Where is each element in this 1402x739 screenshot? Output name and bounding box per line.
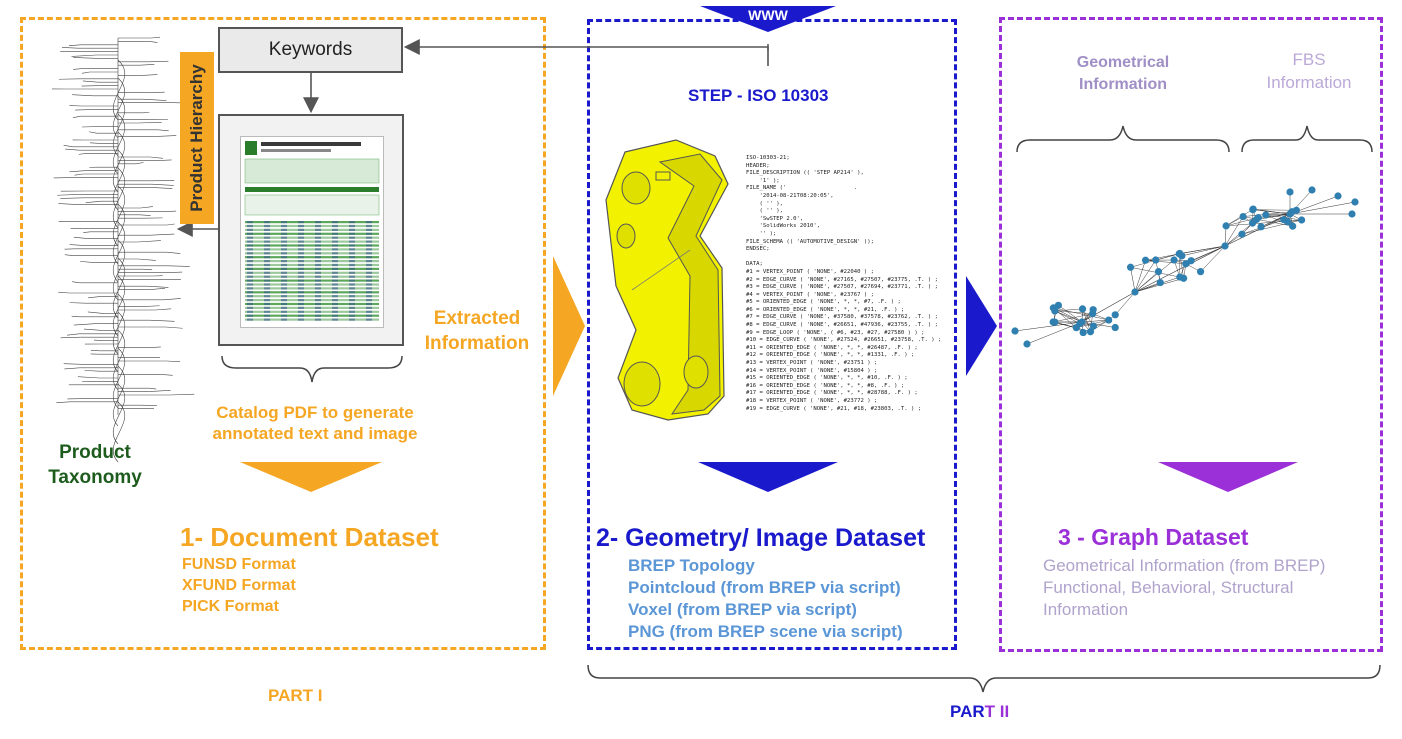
part-1-label: PART I xyxy=(268,686,323,705)
product-taxonomy-label: Product Taxonomy xyxy=(40,440,150,490)
part-2-label-b: T II xyxy=(984,702,1010,721)
geometry-down-triangle xyxy=(698,462,838,492)
extracted-line-1: Extracted xyxy=(433,308,521,329)
pdf-brace xyxy=(221,355,403,383)
format-item: XFUND Format xyxy=(182,577,296,594)
graph-item-list: Geometrical Information (from BREP) Func… xyxy=(1043,555,1373,621)
geometrical-line-2: Information xyxy=(1079,76,1167,93)
fbs-information-label: FBS Information xyxy=(1250,48,1368,94)
document-format-list: FUNSD Format XFUND Format PICK Format xyxy=(182,554,296,617)
part-2-label: PART II xyxy=(950,702,1009,722)
graph-down-triangle xyxy=(1158,462,1298,492)
www-to-keywords-arrow xyxy=(403,39,769,66)
taxonomy-line-1: Product xyxy=(59,442,131,463)
part2-brace xyxy=(587,664,1381,693)
keywords-label: Keywords xyxy=(268,39,353,60)
www-banner-shape xyxy=(700,6,836,32)
format-item: Pointcloud (from BREP via script) xyxy=(628,578,901,597)
catalog-line-1: Catalog PDF to generate xyxy=(216,403,414,422)
part-2-label-a: PAR xyxy=(950,702,985,721)
geometrical-brace xyxy=(1016,125,1230,153)
geometry-format-list: BREP Topology Pointcloud (from BREP via … xyxy=(628,555,903,643)
document-dataset-panel xyxy=(20,17,546,650)
part1-to-part2-arrow xyxy=(553,256,585,396)
fbs-line-1: FBS xyxy=(1292,50,1326,69)
graph-item: Information xyxy=(1043,600,1129,619)
format-item: Voxel (from BREP via script) xyxy=(628,600,857,619)
geometry-dataset-title: 2- Geometry/ Image Dataset xyxy=(596,524,926,552)
format-item: PNG (from BREP scene via script) xyxy=(628,622,903,641)
fbs-line-2: Information xyxy=(1266,73,1352,92)
format-item: FUNSD Format xyxy=(182,556,296,573)
product-taxonomy-tree-icon xyxy=(51,36,195,463)
www-label: WWW xyxy=(748,7,788,23)
cad-part-image xyxy=(605,139,729,421)
network-graph-icon xyxy=(1011,186,1359,348)
extracted-line-2: Information xyxy=(424,333,530,354)
catalog-line-2: annotated text and image xyxy=(212,424,418,443)
product-hierarchy-label: Product Hierarchy xyxy=(187,64,206,212)
graph-dataset-title: 3 - Graph Dataset xyxy=(1058,524,1249,550)
document-dataset-title: 1- Document Dataset xyxy=(180,522,439,552)
step-file-excerpt: ISO-10303-21; HEADER; FILE_DESCRIPTION (… xyxy=(746,155,942,412)
format-item: BREP Topology xyxy=(628,556,755,575)
part2-to-part3-arrow xyxy=(966,276,997,376)
extracted-information-label: Extracted Information xyxy=(412,306,542,356)
step-title: STEP - ISO 10303 xyxy=(688,86,829,105)
graph-item: Geometrical Information (from BREP) xyxy=(1043,556,1326,575)
graph-item: Functional, Behavioral, Structural xyxy=(1043,578,1294,597)
document-thumbnail xyxy=(240,136,384,328)
document-thumbnail-graphics xyxy=(244,141,380,321)
taxonomy-line-2: Taxonomy xyxy=(48,467,142,488)
product-hierarchy-label-bar: Product Hierarchy xyxy=(180,52,214,224)
fbs-brace xyxy=(1241,125,1373,153)
geometrical-line-1: Geometrical xyxy=(1076,54,1170,71)
format-item: PICK Format xyxy=(182,598,279,615)
catalog-caption: Catalog PDF to generate annotated text a… xyxy=(190,402,440,444)
document-down-triangle xyxy=(240,462,382,492)
keywords-box: Keywords xyxy=(218,27,403,73)
graph-dataset-panel xyxy=(999,17,1383,652)
geometrical-information-label: Geometrical Information xyxy=(1058,52,1188,96)
